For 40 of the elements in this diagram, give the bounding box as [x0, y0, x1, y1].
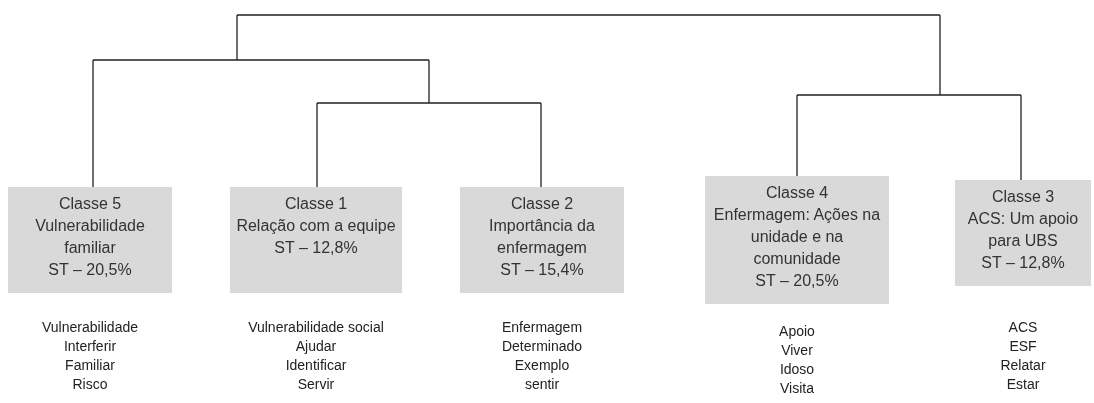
class-box	[230, 187, 402, 293]
keyword: ACS	[1007, 318, 1039, 337]
class-box	[8, 187, 172, 293]
keyword: Identificar	[284, 356, 348, 375]
keyword: Vulnerabilidade social	[247, 318, 385, 337]
share-percentage: ST – 12,8%	[273, 238, 359, 258]
class-title: Classe 3	[990, 187, 1056, 207]
keyword: Relatar	[999, 356, 1047, 375]
keyword: Exemplo	[513, 356, 571, 375]
share-percentage: ST – 12,8%	[980, 253, 1066, 273]
class-box	[460, 187, 624, 293]
share-percentage: ST – 15,4%	[499, 260, 585, 280]
class-title: Classe 4	[764, 183, 830, 203]
keyword: Determinado	[500, 337, 584, 356]
class-description: Enfermagem: Ações na unidade e na comunidade	[712, 205, 882, 269]
keyword: Risco	[71, 375, 109, 394]
class-description: ACS: Um apoio para UBS	[966, 209, 1080, 251]
keyword: Interferir	[62, 337, 118, 356]
keyword: sentir	[523, 375, 561, 394]
keyword: Viver	[780, 341, 814, 360]
class-title: Classe 5	[57, 194, 123, 214]
class-title: Classe 2	[509, 194, 575, 214]
class-description: Vulnerabilidade familiar	[34, 216, 146, 258]
keyword: Apoio	[778, 322, 816, 341]
keyword: Servir	[296, 375, 336, 394]
class-box	[955, 180, 1091, 286]
keyword: Estar	[1005, 375, 1041, 394]
class-title: Classe 1	[283, 194, 349, 214]
keyword: ESF	[1008, 337, 1038, 356]
keyword: Ajudar	[294, 337, 338, 356]
class-description: Relação com a equipe	[235, 216, 397, 236]
class-description: Importância da enfermagem	[488, 216, 596, 258]
keyword: Idoso	[778, 360, 816, 379]
keyword: Familiar	[64, 356, 116, 375]
keyword: Enfermagem	[500, 318, 584, 337]
keyword: Visita	[779, 379, 815, 398]
keyword: Vulnerabilidade	[41, 318, 139, 337]
share-percentage: ST – 20,5%	[47, 260, 133, 280]
share-percentage: ST – 20,5%	[754, 271, 840, 291]
class-box	[705, 176, 889, 304]
